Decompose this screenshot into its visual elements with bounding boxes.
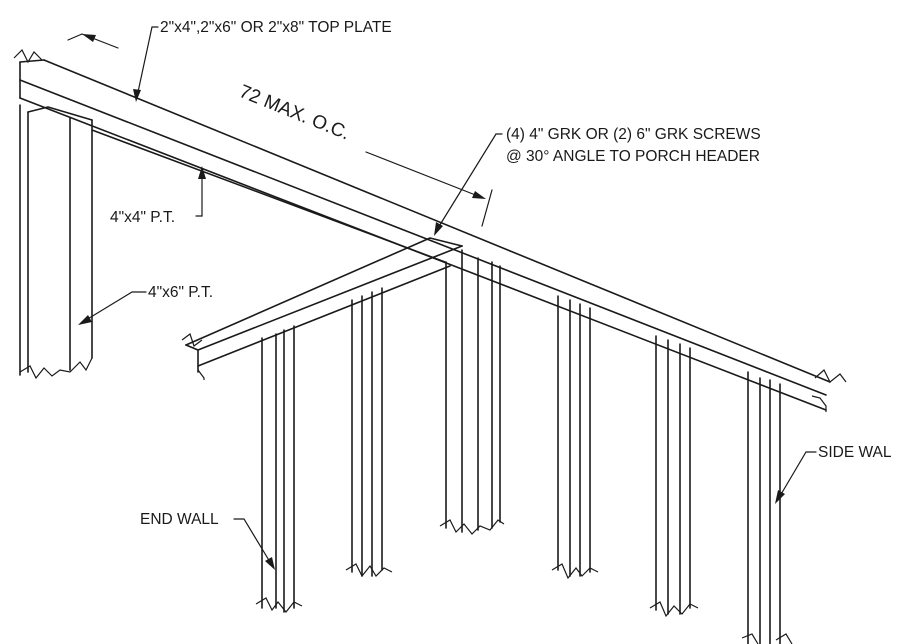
screws-leader: (4) 4" GRK OR (2) 6" GRK SCREWS @ 30° AN… [434,126,761,236]
post-4x4-leader: 4"x4" P.T. [110,166,206,226]
screws-label-line2: @ 30° ANGLE TO PORCH HEADER [506,148,760,165]
side-wall-leader: SIDE WAL [775,444,892,504]
post-4x6 [19,104,93,380]
post-4x6-leader: 4"x6" P.T. [78,284,213,325]
top-plate-leader: 2"x4",2"x6" OR 2"x8" TOP PLATE [133,19,392,102]
stud [345,287,393,578]
end-wall-top-plate [181,237,463,380]
ledger-4x4 [91,129,446,263]
post-4x4-label: 4"x4" P.T. [110,209,175,226]
stud [255,325,303,613]
end-wall-studs [255,287,393,613]
side-wall-label: SIDE WAL [818,444,892,461]
screws-label-line1: (4) 4" GRK OR (2) 6" GRK SCREWS [506,126,761,143]
top-plate-beam [13,48,847,412]
stud [649,335,699,618]
post-4x6-label: 4"x6" P.T. [148,284,213,301]
stud [551,295,599,580]
stud [741,371,793,644]
end-wall-leader: END WALL [140,511,275,570]
spacing-label: 72 MAX. O.C. [236,81,353,144]
spacing-dimension: 72 MAX. O.C. [67,33,493,227]
corner-studs [439,249,505,535]
top-plate-label: 2"x4",2"x6" OR 2"x8" TOP PLATE [160,19,392,36]
end-wall-label: END WALL [140,511,219,528]
side-wall-studs [551,295,793,644]
